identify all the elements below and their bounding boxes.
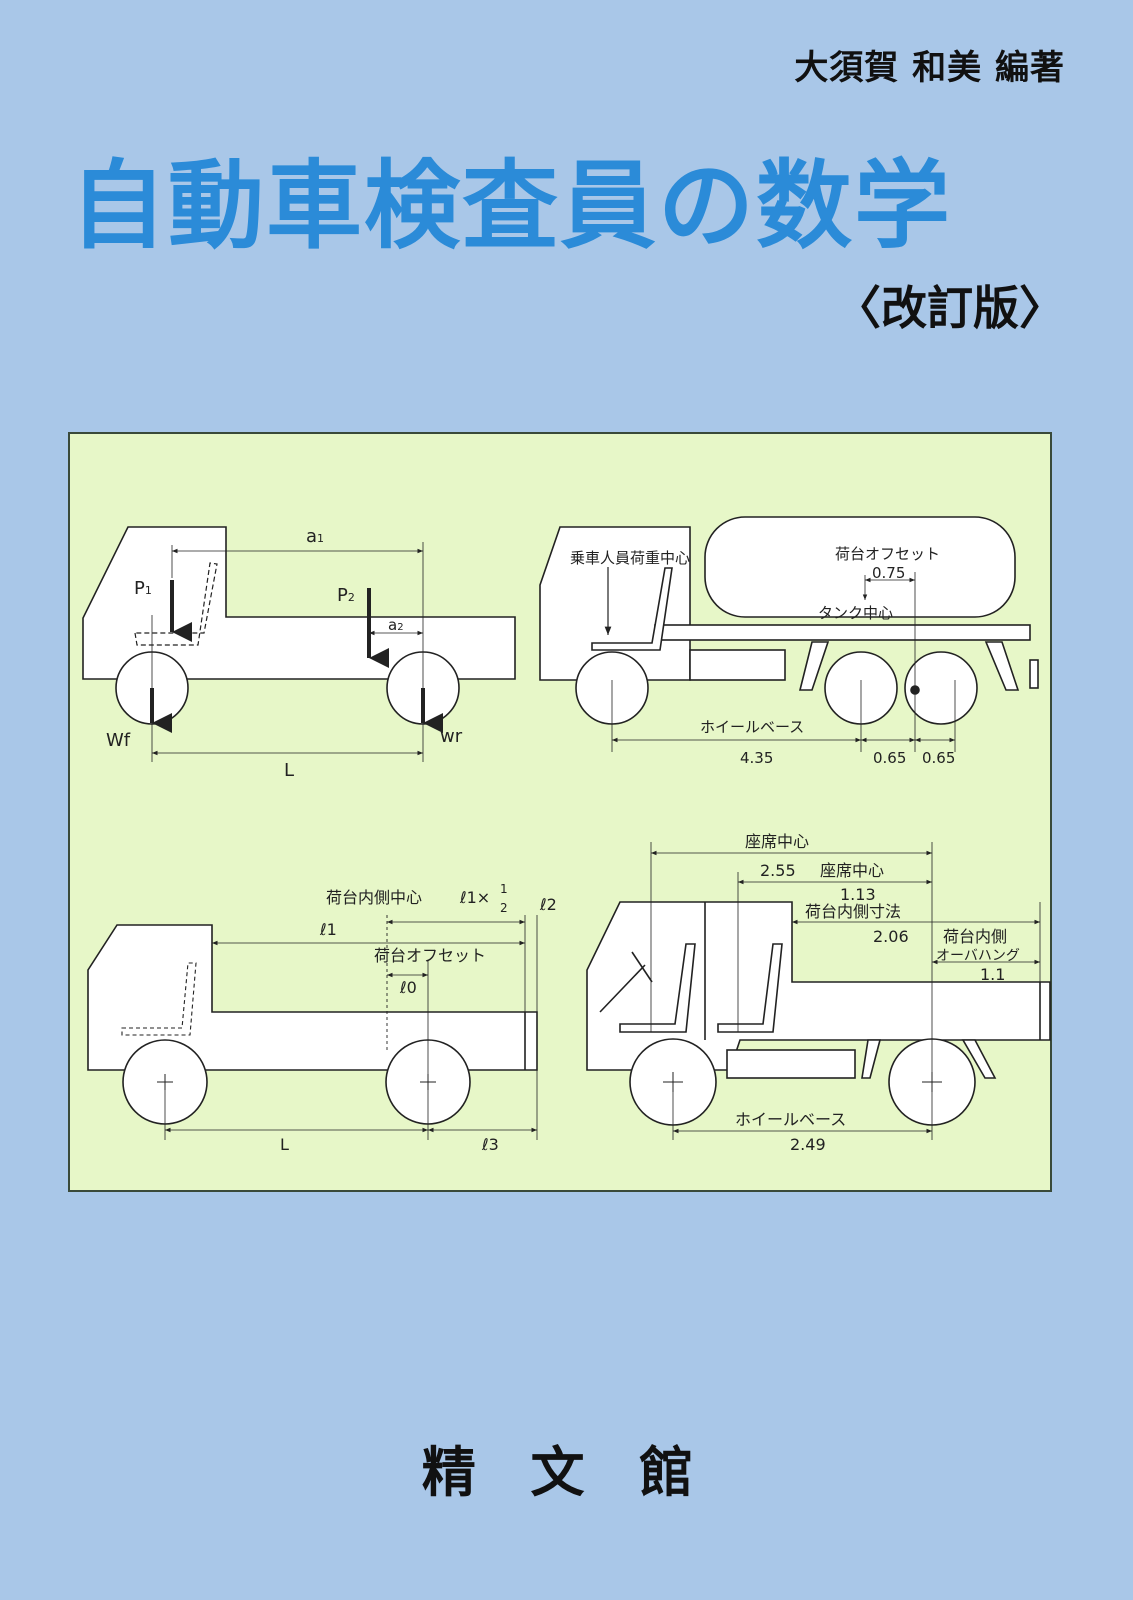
- publisher-name: 精 文 館: [421, 1441, 712, 1504]
- label-a2: a2: [388, 616, 404, 634]
- label-l1: ℓ1: [319, 920, 337, 939]
- label-l0: ℓ0: [399, 978, 417, 997]
- seat-center-diagram: 座席中心 2.55 座席中心 1.13 荷台内側寸法 2.06 荷台内側 オーバ…: [586, 832, 1051, 1154]
- book-title: 自動車検査員の数学: [70, 150, 952, 262]
- bed-offset-diagram: 荷台内側中心 ℓ1× 1 2 ℓ2 ℓ1 荷台オフセット ℓ0 L ℓ3: [87, 882, 557, 1154]
- label-seat-center-1: 座席中心: [745, 832, 809, 851]
- label-half-den: 2: [500, 901, 508, 915]
- label-wr: wr: [440, 726, 463, 747]
- label-wheelbase: ホイールベース: [735, 1110, 846, 1129]
- axle-load-diagram: a1 P1 P2 a2 Wf wr L: [82, 526, 516, 781]
- label-occupant-center: 乗車人員荷重中心: [570, 549, 690, 567]
- label-wheelbase: ホイールベース: [700, 718, 804, 736]
- label-rear1: 0.65: [873, 749, 906, 767]
- label-bed-offset: 荷台オフセット: [374, 946, 486, 965]
- label-value-2: 1.13: [840, 885, 876, 904]
- label-value-1: 2.55: [760, 861, 796, 880]
- label-bed-value: 2.06: [873, 927, 909, 946]
- label-tanker-offset: 荷台オフセット: [835, 545, 940, 563]
- label-wf: Wf: [106, 730, 131, 751]
- label-bed-inner-center: 荷台内側中心: [326, 888, 422, 907]
- label-rear2: 0.65: [922, 749, 955, 767]
- edition-label: 〈改訂版〉: [835, 281, 1065, 335]
- label-p2: P2: [337, 585, 355, 606]
- label-l1-half: ℓ1×: [459, 888, 490, 907]
- label-offset-value: 0.75: [872, 564, 905, 582]
- label-seat-center-2: 座席中心: [820, 861, 884, 880]
- label-tank-center: タンク中心: [818, 604, 893, 622]
- label-p1: P1: [134, 578, 152, 599]
- label-l3: ℓ3: [481, 1135, 499, 1154]
- tanker-diagram: 乗車人員荷重中心 荷台オフセット 0.75 タンク中心 ホイールベース 4.35…: [539, 516, 1039, 767]
- label-l2: ℓ2: [539, 895, 557, 914]
- label-overhang-value: 1.1: [980, 965, 1005, 984]
- label-half-num: 1: [500, 882, 508, 896]
- label-wheelbase-value: 4.35: [740, 749, 773, 767]
- label-overhang-1: 荷台内側: [943, 927, 1007, 946]
- label-bed-inner-size: 荷台内側寸法: [805, 902, 901, 921]
- label-l: L: [280, 1135, 289, 1154]
- author-name: 大須賀 和美 編著: [794, 48, 1065, 88]
- label-overhang-2: オーバハング: [936, 948, 1020, 964]
- label-a1: a1: [306, 526, 324, 547]
- label-l: L: [284, 760, 294, 781]
- label-wheelbase-value: 2.49: [790, 1135, 826, 1154]
